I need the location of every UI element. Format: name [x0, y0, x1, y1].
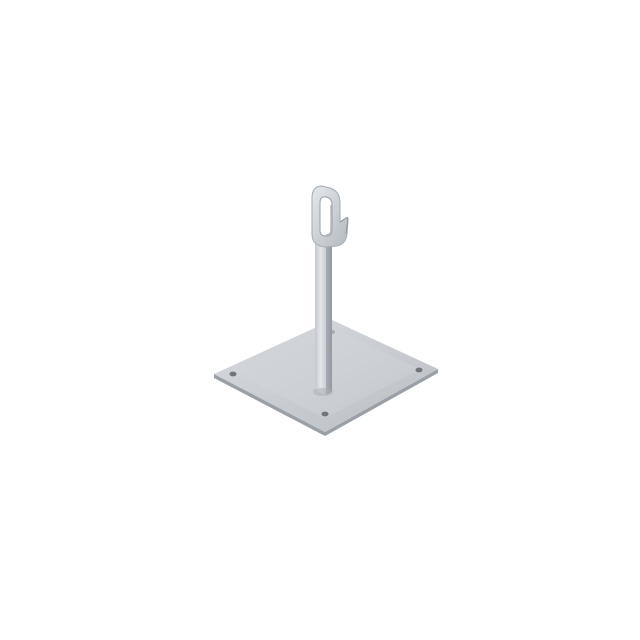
- eyelet-slot: [319, 196, 333, 237]
- eyelet-slot-shade: [325, 205, 332, 236]
- mounting-hole-bottom: [321, 411, 329, 417]
- anchor-eyelet: [311, 185, 349, 248]
- eyelet-lip: [339, 217, 349, 235]
- post-front-face: [315, 236, 326, 395]
- vertical-post: [313, 236, 333, 396]
- post-base-weld: [313, 388, 333, 396]
- post-side-face: [326, 238, 332, 395]
- mounting-hole-left: [229, 371, 237, 377]
- mounting-hole-right: [415, 367, 423, 373]
